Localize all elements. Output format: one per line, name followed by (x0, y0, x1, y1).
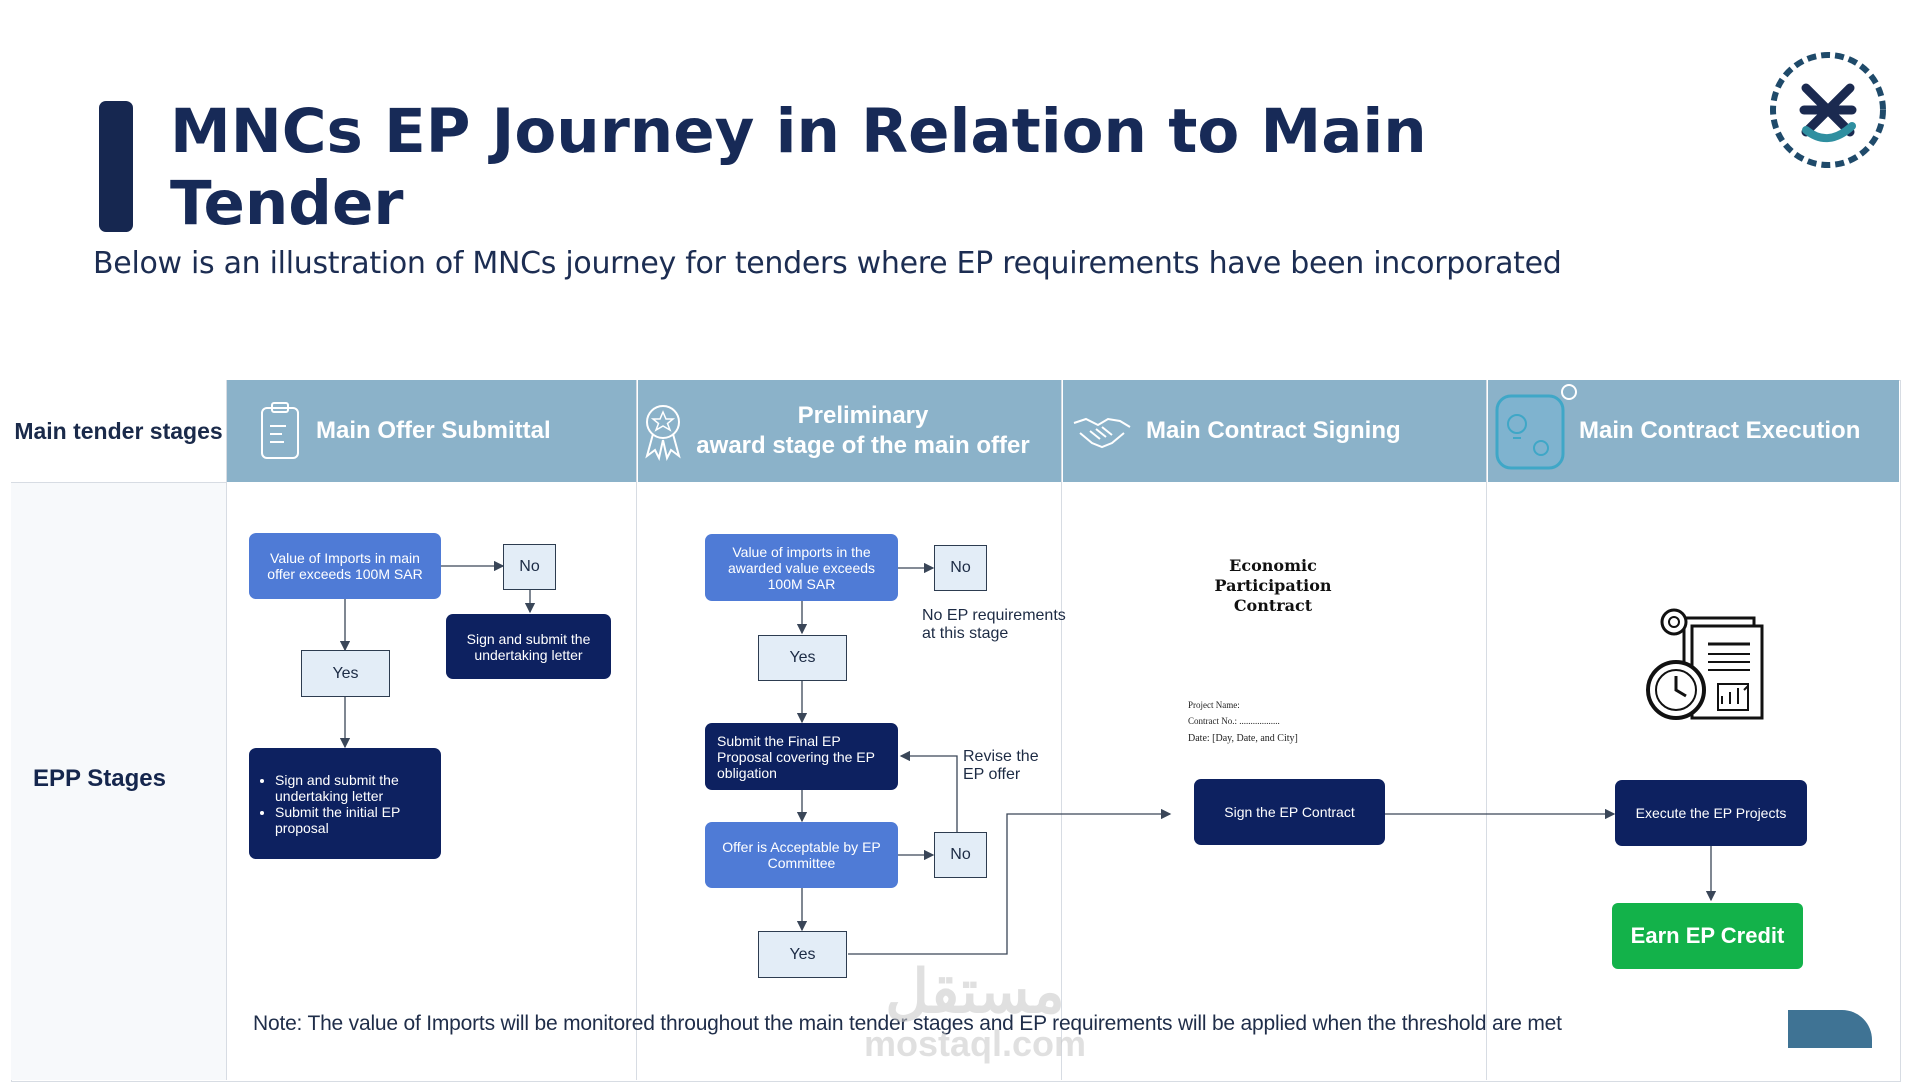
ideas-gear-icon (1495, 384, 1577, 470)
column-divider (1486, 380, 1487, 1080)
stage-label-contract-signing: Main Contract Signing (1146, 417, 1401, 444)
decision-awarded-value-exceeds: Value of imports in the awarded value ex… (705, 534, 898, 601)
contract-project-name: Project Name: (1188, 700, 1240, 710)
stage2-yes-box: Yes (758, 635, 847, 681)
stage-header-preliminary-award: Preliminary award stage of the main offe… (637, 380, 1061, 482)
stage1-undertaking-letter-box: Sign and submit the undertaking letter (446, 614, 611, 679)
revise-ep-offer-note: Revise the EP offer (963, 748, 1039, 783)
header-separator (1061, 380, 1063, 482)
watermark-url: mostaql.com (863, 1023, 1087, 1064)
stage-header-offer-submittal: Main Offer Submittal (226, 380, 636, 482)
column-divider (636, 380, 637, 1080)
stage-label-offer-submittal: Main Offer Submittal (316, 417, 551, 444)
watermark: مستقل mostaql.com (855, 960, 1095, 1064)
row-label-epp-stages: EPP Stages (33, 765, 166, 792)
contract-number: Contract No.: .................. (1188, 716, 1280, 726)
execute-ep-projects-box: Execute the EP Projects (1615, 780, 1807, 846)
project-schedule-illustration-icon (1646, 608, 1764, 720)
header-separator (1486, 380, 1488, 482)
contract-document-title: Economic Participation Contract (1214, 556, 1332, 615)
earn-ep-credit-box: Earn EP Credit (1612, 903, 1803, 969)
no-ep-requirements-note: No EP requirements at this stage (922, 607, 1066, 642)
stage1-yes-actions-box: Sign and submit the undertaking letter S… (249, 748, 441, 859)
title-accent-bar (99, 101, 133, 232)
decision-imports-exceed-100m: Value of Imports in main offer exceeds 1… (249, 533, 441, 599)
connector-12 (848, 808, 1172, 955)
column-divider (1061, 380, 1062, 1080)
watermark-arabic: مستقل (885, 958, 1065, 1025)
column-divider (226, 380, 227, 1080)
action-initial-ep-proposal: Submit the initial EP proposal (275, 804, 429, 836)
stage-header-contract-signing: Main Contract Signing (1062, 380, 1486, 482)
stage2-yes2-box: Yes (758, 931, 847, 978)
stage-label-contract-execution: Main Contract Execution (1579, 417, 1861, 444)
page-subtitle: Below is an illustration of MNCs journey… (93, 246, 1562, 281)
footnote: Note: The value of Imports will be monit… (253, 1012, 1562, 1035)
yes-actions-list: Sign and submit the undertaking letter S… (261, 772, 429, 836)
stage1-no-box: No (503, 544, 556, 590)
stage-label-award-stage: award stage of the main offer (696, 432, 1030, 459)
row-header-main-tender-stages: Main tender stages (11, 380, 227, 483)
stage1-yes-box: Yes (301, 650, 390, 697)
stage2-no-box: No (934, 545, 987, 591)
submit-final-ep-proposal-box: Submit the Final EP Proposal covering th… (705, 723, 898, 790)
stage-header-contract-execution: Main Contract Execution (1487, 380, 1899, 482)
stage2-no2-box: No (934, 832, 987, 878)
corner-decoration (1788, 1010, 1872, 1048)
offer-acceptable-box: Offer is Acceptable by EP Committee (705, 822, 898, 888)
page-title: MNCs EP Journey in Relation to Main Tend… (170, 96, 1427, 239)
award-ribbon-icon (645, 405, 681, 461)
handshake-icon (1073, 417, 1131, 449)
organization-logo-icon (1770, 52, 1886, 168)
sign-ep-contract-box: Sign the EP Contract (1194, 779, 1385, 845)
epp-row-label-column (11, 482, 226, 1080)
connector-10 (899, 750, 958, 832)
clipboard-icon (261, 402, 299, 459)
stage-label-preliminary: Preliminary (797, 402, 929, 429)
action-undertaking-letter: Sign and submit the undertaking letter (275, 772, 429, 804)
header-separator (636, 380, 638, 482)
contract-date: Date: [Day, Date, and City] (1188, 733, 1298, 744)
